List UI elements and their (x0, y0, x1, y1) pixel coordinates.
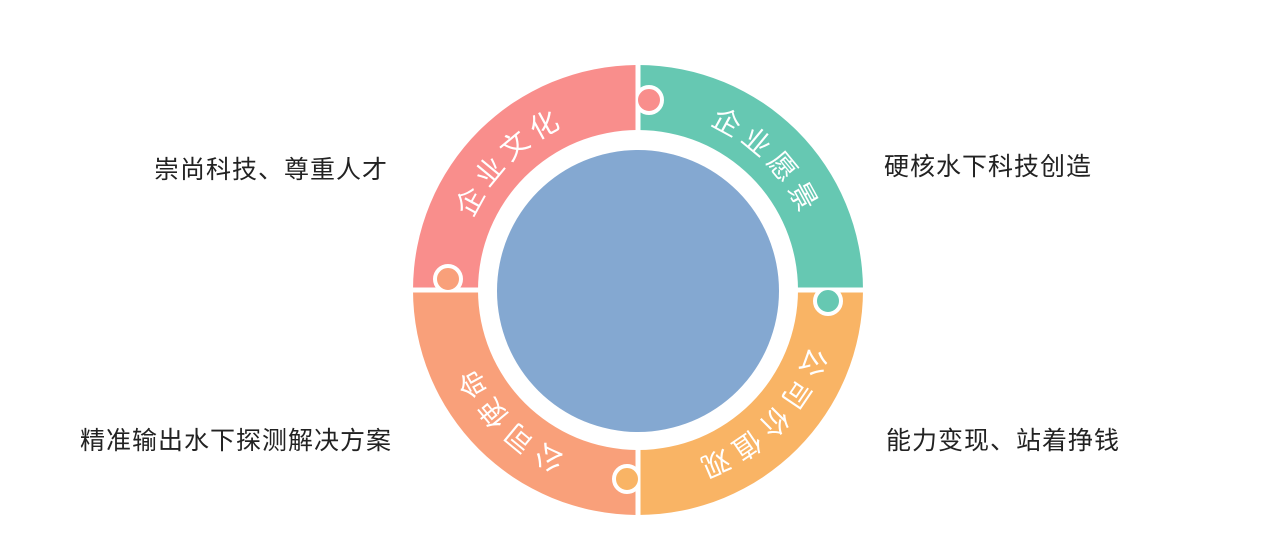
description-culture: 崇尚科技、尊重人才 (154, 155, 388, 184)
puzzle-knob-left (433, 264, 463, 293)
description-values: 能力变现、站着挣钱 (886, 426, 1120, 455)
ring-segment-values (638, 290, 863, 515)
description-vision: 硬核水下科技创造 (884, 152, 1092, 181)
center-circle (497, 150, 779, 432)
description-mission: 精准输出水下探测解决方案 (80, 426, 392, 455)
puzzle-knob-top (635, 85, 664, 115)
ring-segment-mission (413, 290, 638, 515)
puzzle-knob-bottom (612, 464, 641, 494)
ring-segment-vision (638, 65, 863, 290)
puzzle-knob-right (813, 287, 843, 316)
ring-segment-culture (413, 65, 638, 290)
